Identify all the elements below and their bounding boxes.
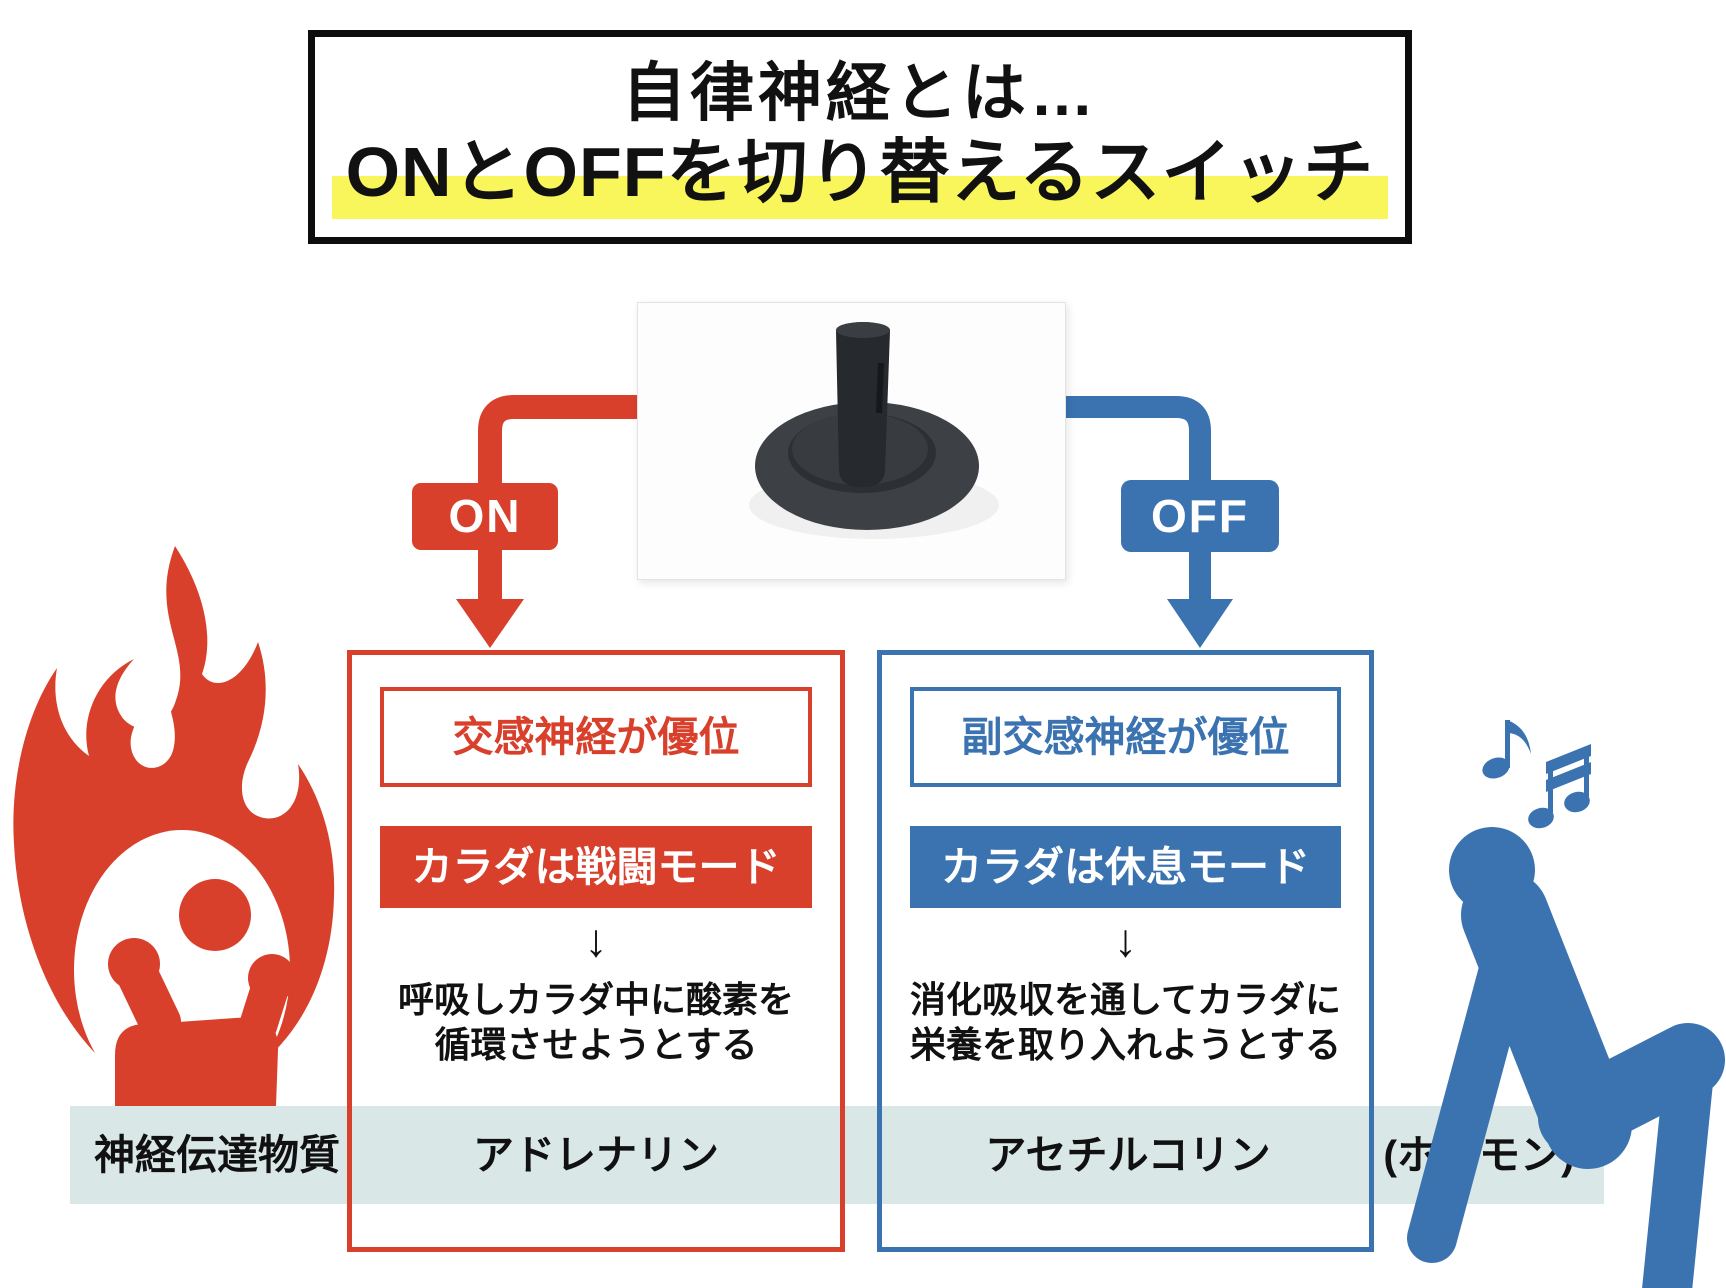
parasympathetic-description-line2: 栄養を取り入れようとする xyxy=(910,1024,1341,1066)
parasympathetic-banner: カラダは休息モード xyxy=(910,826,1341,908)
parasympathetic-box: 副交感神経が優位 カラダは休息モード ↓ 消化吸収を通してカラダに 栄養を取り入… xyxy=(877,650,1374,1252)
title-box: 自律神経とは… ONとOFFを切り替えるスイッチ xyxy=(308,30,1412,244)
parasympathetic-description-line1: 消化吸収を通してカラダに xyxy=(910,979,1341,1020)
sympathetic-banner: カラダは戦闘モード xyxy=(380,826,812,908)
fire-boxer-icon xyxy=(13,546,335,1106)
music-notes-icon xyxy=(1482,720,1591,829)
sympathetic-description: 呼吸しカラダ中に酸素を 循環させようとする xyxy=(352,977,840,1068)
joystick-switch-drawing xyxy=(749,322,999,539)
on-tag: ON xyxy=(412,483,558,550)
title-line1: 自律神経とは… xyxy=(622,57,1098,129)
band-row-label: 神経伝達物質 xyxy=(94,1132,340,1178)
parasympathetic-description: 消化吸収を通してカラダに 栄養を取り入れようとする xyxy=(882,977,1369,1068)
band-on-value: アドレナリン xyxy=(473,1132,719,1178)
joystick-switch-photo xyxy=(637,302,1066,580)
down-arrow-icon: ↓ xyxy=(584,914,608,966)
neurotransmitter-band xyxy=(70,1106,1604,1204)
sympathetic-box: 交感神経が優位 カラダは戦闘モード ↓ 呼吸しカラダ中に酸素を 循環させようとす… xyxy=(347,650,845,1252)
band-off-value: アセチルコリン xyxy=(985,1132,1271,1178)
sympathetic-description-line2: 循環させようとする xyxy=(434,1024,758,1066)
relaxing-person-icon xyxy=(1407,720,1725,1288)
off-tag: OFF xyxy=(1121,480,1279,552)
sympathetic-description-line1: 呼吸しカラダ中に酸素を xyxy=(397,979,794,1020)
title-line2-highlighted: ONとOFFを切り替えるスイッチ xyxy=(331,133,1389,219)
sympathetic-header: 交感神経が優位 xyxy=(380,687,812,787)
off-arrowhead-icon xyxy=(1167,599,1233,648)
down-arrow-icon: ↓ xyxy=(1114,914,1137,966)
parasympathetic-header: 副交感神経が優位 xyxy=(910,687,1341,787)
on-arrowhead-icon xyxy=(456,599,524,648)
